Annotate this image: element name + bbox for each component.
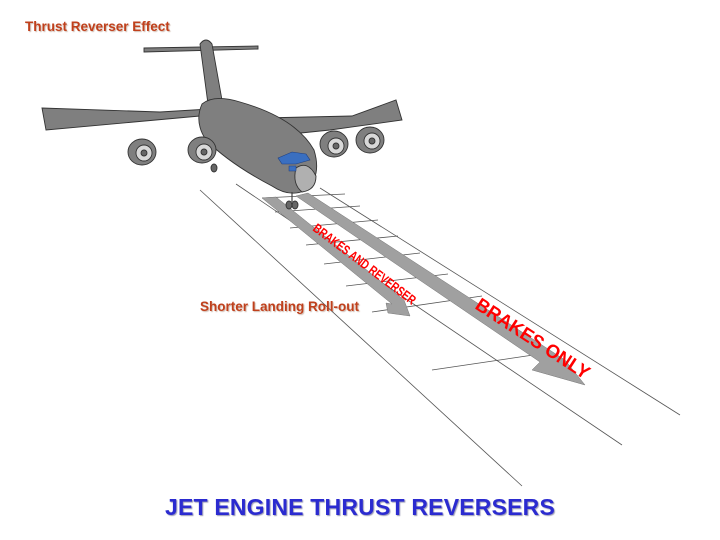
engine-outer-left <box>127 138 157 166</box>
engine-outer-right <box>355 126 385 154</box>
aircraft <box>41 39 403 210</box>
track-brakes-only <box>295 192 586 386</box>
track-brakes-and-reverser <box>261 196 411 317</box>
shorter-landing-rollout-label: Shorter Landing Roll-out <box>200 299 359 314</box>
arrow-label-brakes-only: BRAKES ONLY <box>471 295 593 385</box>
thrust-reverser-effect-label: Thrust Reverser Effect <box>25 19 170 34</box>
slide-title: JET ENGINE THRUST REVERSERS <box>164 494 556 520</box>
cockpit-windows <box>277 151 311 165</box>
engine-inner-right <box>319 130 349 158</box>
runway-grid <box>199 183 681 487</box>
engine-inner-left <box>187 136 217 164</box>
